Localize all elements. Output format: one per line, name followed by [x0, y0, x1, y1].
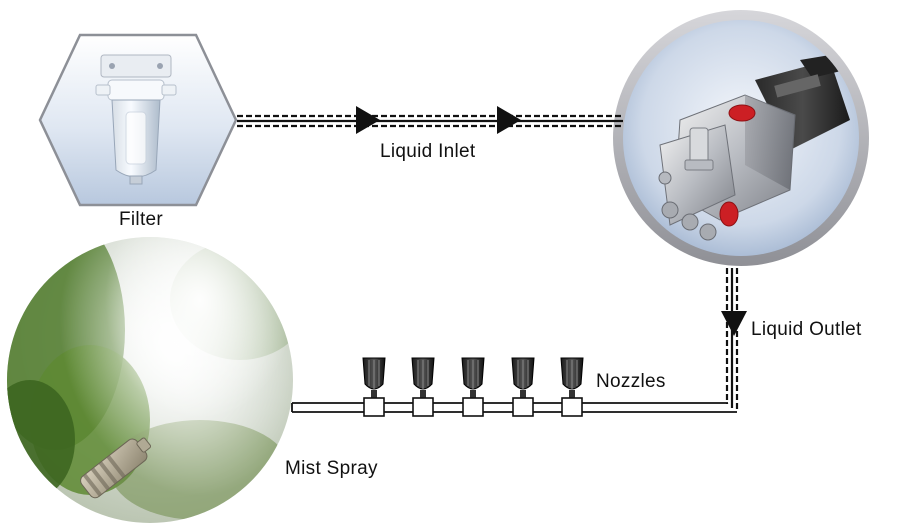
mist-spray-label: Mist Spray	[285, 458, 378, 479]
liquid-outlet-label: Liquid Outlet	[751, 319, 862, 340]
inlet-arrow-1	[356, 106, 380, 134]
liquid-outlet-line	[725, 268, 739, 412]
nozzle-4	[511, 357, 535, 417]
outlet-arrow	[721, 311, 747, 336]
filter-label: Filter	[119, 209, 164, 230]
pump-image	[613, 10, 869, 266]
filter-image	[38, 33, 238, 207]
inlet-arrow-2	[497, 106, 521, 134]
nozzle-2	[411, 357, 435, 417]
mist-spray-image	[7, 237, 293, 523]
liquid-inlet-line	[237, 114, 623, 128]
nozzle-3	[461, 357, 485, 417]
liquid-inlet-label: Liquid Inlet	[380, 141, 476, 162]
nozzle-1	[362, 357, 386, 417]
nozzle-5	[560, 357, 584, 417]
nozzle-array	[362, 357, 584, 417]
nozzles-label: Nozzles	[596, 371, 666, 392]
